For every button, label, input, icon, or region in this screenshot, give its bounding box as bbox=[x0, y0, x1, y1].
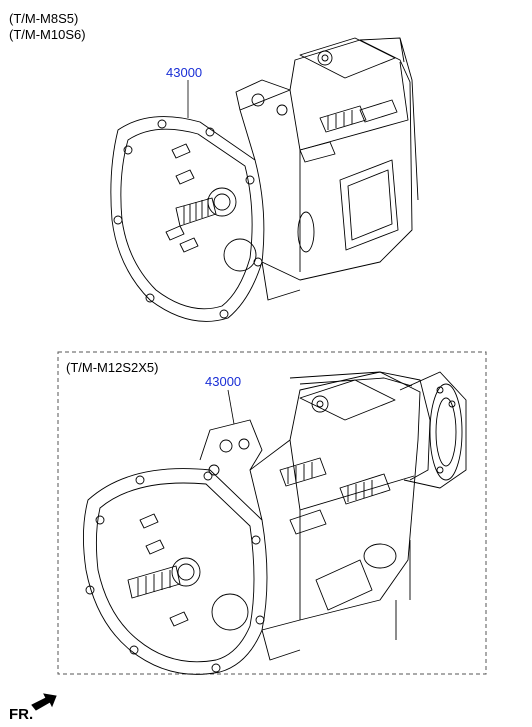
transmission-assembly-top bbox=[110, 37, 419, 322]
transmission-assembly-bottom bbox=[82, 371, 467, 675]
part-number-bottom[interactable]: 43000 bbox=[205, 374, 242, 389]
front-direction-label: FR. bbox=[9, 706, 34, 723]
variant-label-m10s6: (T/M-M10S6) bbox=[9, 27, 86, 42]
variant-label-m8s5: (T/M-M8S5) bbox=[9, 11, 79, 26]
leader-line-bottom bbox=[227, 389, 235, 425]
variant-group-frame bbox=[57, 351, 487, 675]
front-direction-arrow-icon bbox=[31, 693, 57, 711]
variant-label-m12s2x5: (T/M-M12S2X5) bbox=[66, 360, 159, 375]
part-number-top[interactable]: 43000 bbox=[166, 65, 203, 80]
